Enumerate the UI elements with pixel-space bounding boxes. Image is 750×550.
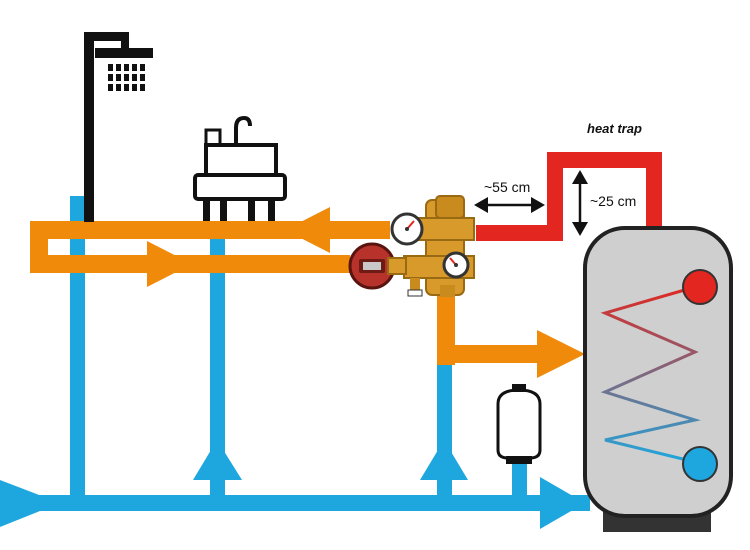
hot-flow-arrow <box>147 241 192 287</box>
vertical-distance-label: ~25 cm <box>590 193 636 209</box>
hot-tank-feed-pipe <box>437 345 547 363</box>
temperature-gauge-upper <box>390 212 424 246</box>
hot-water-cylinder-icon <box>583 226 733 532</box>
coil-cold-port <box>682 446 718 482</box>
cold-main-pipe <box>20 495 590 511</box>
cold-water-network <box>0 196 590 529</box>
dimension-vertical <box>572 170 588 236</box>
temperature-gauge-lower <box>442 251 470 279</box>
heat-trap-label: heat trap <box>587 121 642 136</box>
expansion-vessel-icon <box>496 384 542 464</box>
coil-hot-port <box>682 269 718 305</box>
cold-riser-shower <box>70 196 85 506</box>
cold-riser-sink <box>210 228 225 506</box>
heat-trap-pipe <box>476 152 662 241</box>
cold-up-arrow-sink <box>193 440 242 480</box>
hot-return-arrow <box>285 207 330 253</box>
cold-riser-valve <box>437 360 452 506</box>
circulation-pump-icon <box>348 242 407 290</box>
hot-water-network <box>30 207 585 378</box>
hot-tank-arrow <box>537 330 585 378</box>
hot-upper-pipe <box>30 221 390 239</box>
cold-inlet-arrow <box>0 480 60 527</box>
cold-tank-inlet-arrow <box>540 477 585 529</box>
horizontal-distance-label: ~55 cm <box>484 179 530 195</box>
cold-up-arrow-valve <box>420 440 468 480</box>
heat-exchanger-coil <box>600 283 703 464</box>
thermostatic-mixing-valve-icon <box>403 195 475 297</box>
sink-icon <box>193 115 287 221</box>
cold-riser-expansion <box>512 455 527 505</box>
dimension-horizontal <box>474 197 545 213</box>
shower-icon <box>84 32 153 222</box>
